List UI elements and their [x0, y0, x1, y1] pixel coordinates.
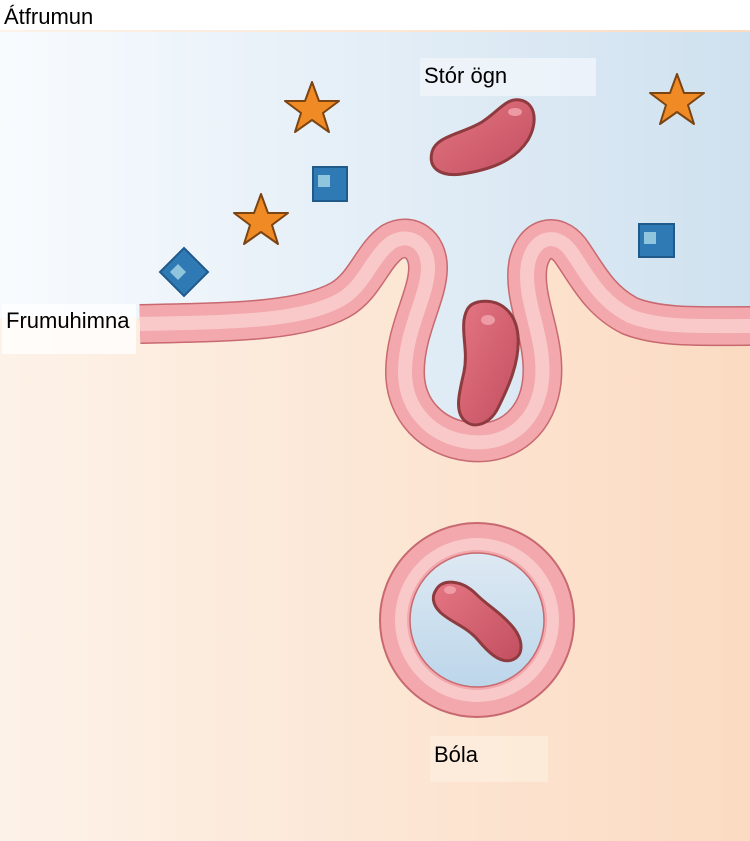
large-particle-engulfed	[457, 299, 520, 427]
diamond-molecule	[158, 246, 210, 298]
square-molecule	[312, 166, 348, 202]
square-molecule	[638, 223, 675, 258]
label-extracellular: Átfrumun	[4, 4, 94, 29]
large-particle-in-vesicle	[431, 580, 523, 663]
label-vesicle: Bóla	[430, 736, 548, 782]
star-molecule	[649, 73, 705, 125]
label-cell-membrane: Frumuhimna	[2, 304, 136, 354]
star-molecule	[284, 81, 340, 133]
large-particle-outside	[429, 98, 536, 177]
label-large-particle: Stór ögn	[420, 58, 596, 96]
star-molecule	[233, 193, 289, 245]
